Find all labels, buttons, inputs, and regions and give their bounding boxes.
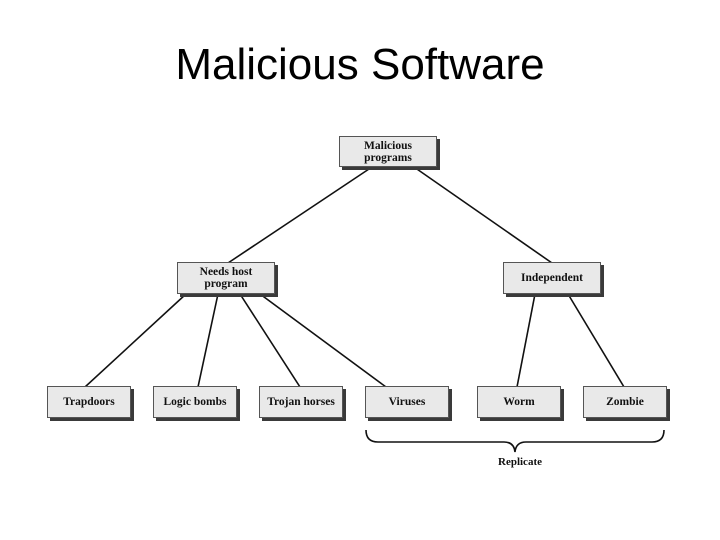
edge-root-needs-host [227,166,373,264]
edge-independent-zombie [567,293,625,388]
node-trapdoors: Trapdoors [47,386,131,418]
edge-independent-worm [516,293,536,388]
node-logic-bombs: Logic bombs [153,386,237,418]
edge-needs-host-logic-bombs [197,293,219,388]
slide-title: Malicious Software [175,40,545,89]
replicate-label: Replicate [498,456,542,468]
node-malicious-programs: Malicious programs [339,136,437,167]
node-worm: Worm [477,386,561,418]
edge-root-independent [413,166,553,264]
node-independent: Independent [503,262,601,294]
edge-needs-host-trapdoors [84,293,187,388]
edge-needs-host-viruses [259,293,387,388]
replicate-brace [365,429,665,453]
node-trojan-horses: Trojan horses [259,386,343,418]
edge-needs-host-trojan [239,293,301,388]
node-needs-host-program: Needs host program [177,262,275,294]
node-viruses: Viruses [365,386,449,418]
node-zombie: Zombie [583,386,667,418]
